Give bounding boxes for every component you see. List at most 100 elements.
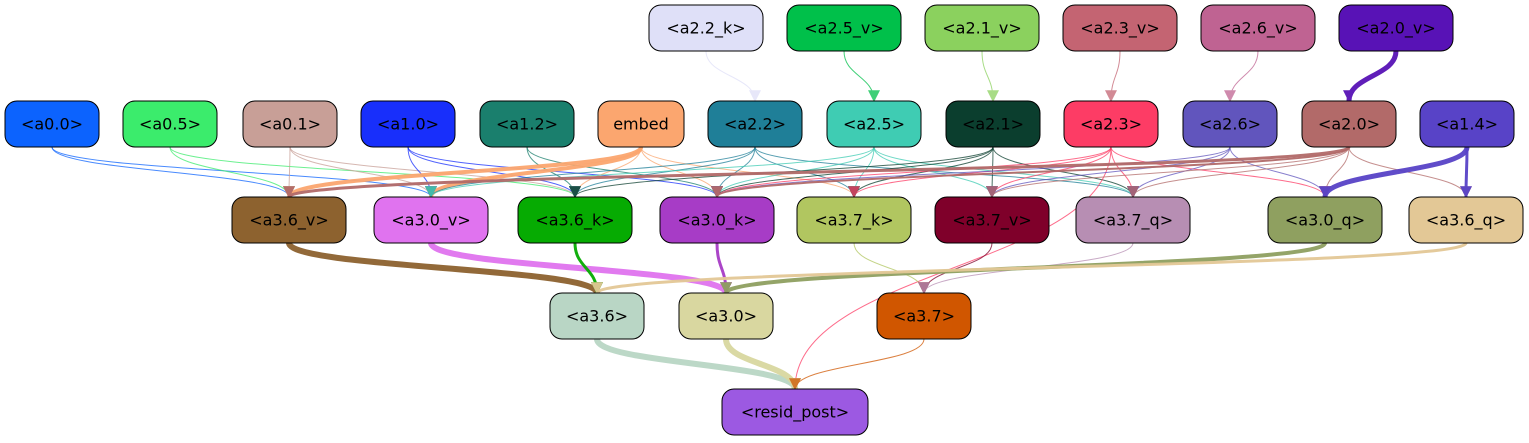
node-label: <a1.0>	[377, 115, 439, 134]
node-label: <a2.1>	[962, 115, 1024, 134]
edge-a2-3-to-a3-0-q	[1110, 146, 1331, 199]
node-a3-7-v[interactable]: <a3.7_v>	[934, 196, 1050, 244]
node-box	[934, 196, 1050, 244]
node-label: <resid_post>	[741, 403, 849, 423]
node-a2-1-v[interactable]: <a2.1_v>	[924, 4, 1040, 52]
edge-a2-5-v-to-a2-5	[843, 50, 880, 103]
edge-a1-4-to-a3-6-q	[1460, 146, 1473, 199]
node-a0-0[interactable]: <a0.0>	[4, 100, 100, 148]
edge-a2-5-to-a3-7-q	[873, 146, 1139, 199]
node-a0-5[interactable]: <a0.5>	[122, 100, 218, 148]
node-a3-0-k[interactable]: <a3.0_k>	[659, 196, 775, 244]
node-a2-5[interactable]: <a2.5>	[826, 100, 922, 148]
edge-embed-to-a3-6-v	[283, 145, 643, 199]
edge-a1-2-to-a3-0-k	[526, 146, 723, 199]
nodes-layer: <a2.2_k> <a2.5_v> <a2.1_v> <a2.3_v> <a2.6_v>…	[4, 4, 1524, 436]
node-a3-0-q[interactable]: <a3.0_q>	[1267, 196, 1383, 244]
node-box	[1062, 4, 1178, 52]
edge-a2-6-to-a3-7-v	[986, 146, 1231, 199]
node-label: <a2.2>	[724, 115, 786, 134]
node-box	[1408, 196, 1524, 244]
node-box	[1338, 4, 1454, 52]
node-a2-0-v[interactable]: <a2.0_v>	[1338, 4, 1454, 52]
node-a3-7[interactable]: <a3.7>	[876, 292, 972, 340]
node-label: <a0.0>	[21, 115, 83, 134]
node-a3-6[interactable]: <a3.6>	[549, 292, 645, 340]
node-box	[1063, 100, 1159, 148]
node-box	[242, 100, 338, 148]
edge-a0-1-to-a3-6-v	[283, 146, 296, 199]
edge-a2-2-to-a3-0-v	[425, 146, 756, 199]
node-a1-4[interactable]: <a1.4>	[1419, 100, 1515, 148]
edge-a1-4-to-a3-0-q	[1319, 146, 1470, 199]
node-a2-3-v[interactable]: <a2.3_v>	[1062, 4, 1178, 52]
node-label: <a1.4>	[1436, 115, 1498, 134]
node-a2-5-v[interactable]: <a2.5_v>	[786, 4, 902, 52]
node-box	[1182, 100, 1278, 148]
node-box	[597, 100, 685, 148]
node-box	[360, 100, 456, 148]
edge-a0-5-to-a3-6-k	[169, 146, 581, 199]
node-a1-2[interactable]: <a1.2>	[479, 100, 575, 148]
edge-a2-1-to-a3-7-v	[986, 146, 999, 199]
node-label: <a3.6>	[566, 307, 628, 326]
node-box	[1301, 100, 1397, 148]
node-a1-0[interactable]: <a1.0>	[360, 100, 456, 148]
node-a3-6-q[interactable]: <a3.6_q>	[1408, 196, 1524, 244]
edge-a2-2-k-to-a2-2	[705, 50, 761, 103]
node-box	[876, 292, 972, 340]
node-label: <a2.2_k>	[666, 19, 745, 39]
edge-a2-6-v-to-a2-6	[1224, 50, 1259, 103]
node-box	[1075, 196, 1191, 244]
edge-a0-0-to-a3-6-v	[51, 146, 295, 199]
edge-a2-0-v-to-a2-0	[1343, 50, 1399, 103]
edge-a1-0-to-a3-0-k	[407, 146, 723, 199]
node-a2-2[interactable]: <a2.2>	[707, 100, 803, 148]
node-a3-7-k[interactable]: <a3.7_k>	[796, 196, 912, 244]
node-box	[1200, 4, 1316, 52]
node-box	[924, 4, 1040, 52]
edge-a2-1-v-to-a2-1	[981, 50, 999, 103]
node-embed[interactable]: embed	[597, 100, 685, 148]
node-box	[945, 100, 1041, 148]
node-a3-6-v[interactable]: <a3.6_v>	[231, 196, 347, 244]
node-label: <a1.2>	[496, 115, 558, 134]
node-a3-0[interactable]: <a3.0>	[678, 292, 774, 340]
node-label: <a3.7_v>	[952, 211, 1032, 231]
node-label: <a2.0_v>	[1356, 19, 1436, 39]
edge-embed-to-a3-7-k	[640, 146, 860, 199]
edge-a2-3-to-resid-post	[789, 146, 1112, 391]
edge-a3-7-k-to-a3-7	[853, 242, 930, 295]
node-a2-6[interactable]: <a2.6>	[1182, 100, 1278, 148]
node-a2-3[interactable]: <a2.3>	[1063, 100, 1159, 148]
node-a3-7-q[interactable]: <a3.7_q>	[1075, 196, 1191, 244]
edge-a0-1-to-a3-0-v	[289, 146, 437, 199]
node-label: <a2.5>	[843, 115, 905, 134]
edge-a2-0-to-a3-6-v	[283, 145, 1351, 199]
node-label: <a3.7_q>	[1093, 211, 1173, 231]
node-a2-0[interactable]: <a2.0>	[1301, 100, 1397, 148]
node-a2-2-k[interactable]: <a2.2_k>	[648, 4, 764, 52]
node-box	[648, 4, 764, 52]
node-label: <a0.1>	[259, 115, 321, 134]
node-a3-0-v[interactable]: <a3.0_v>	[373, 196, 489, 244]
node-label: <a3.0_v>	[391, 211, 471, 231]
edge-a2-3-v-to-a2-3	[1105, 50, 1121, 103]
edges-layer	[51, 50, 1473, 391]
node-label: <a3.6_v>	[249, 211, 329, 231]
node-label: <a0.5>	[139, 115, 201, 134]
node-box	[517, 196, 633, 244]
node-resid-post[interactable]: <resid_post>	[721, 388, 869, 436]
edge-embed-to-a3-0-v	[425, 146, 643, 199]
node-a2-1[interactable]: <a2.1>	[945, 100, 1041, 148]
edge-a3-0-v-to-a3-0	[428, 241, 732, 295]
node-box	[1419, 100, 1515, 148]
node-a2-6-v[interactable]: <a2.6_v>	[1200, 4, 1316, 52]
node-label: <a2.5_v>	[804, 19, 884, 39]
node-label: embed	[613, 115, 669, 134]
node-box	[1267, 196, 1383, 244]
node-box	[678, 292, 774, 340]
node-a0-1[interactable]: <a0.1>	[242, 100, 338, 148]
node-a3-6-k[interactable]: <a3.6_k>	[517, 196, 633, 244]
